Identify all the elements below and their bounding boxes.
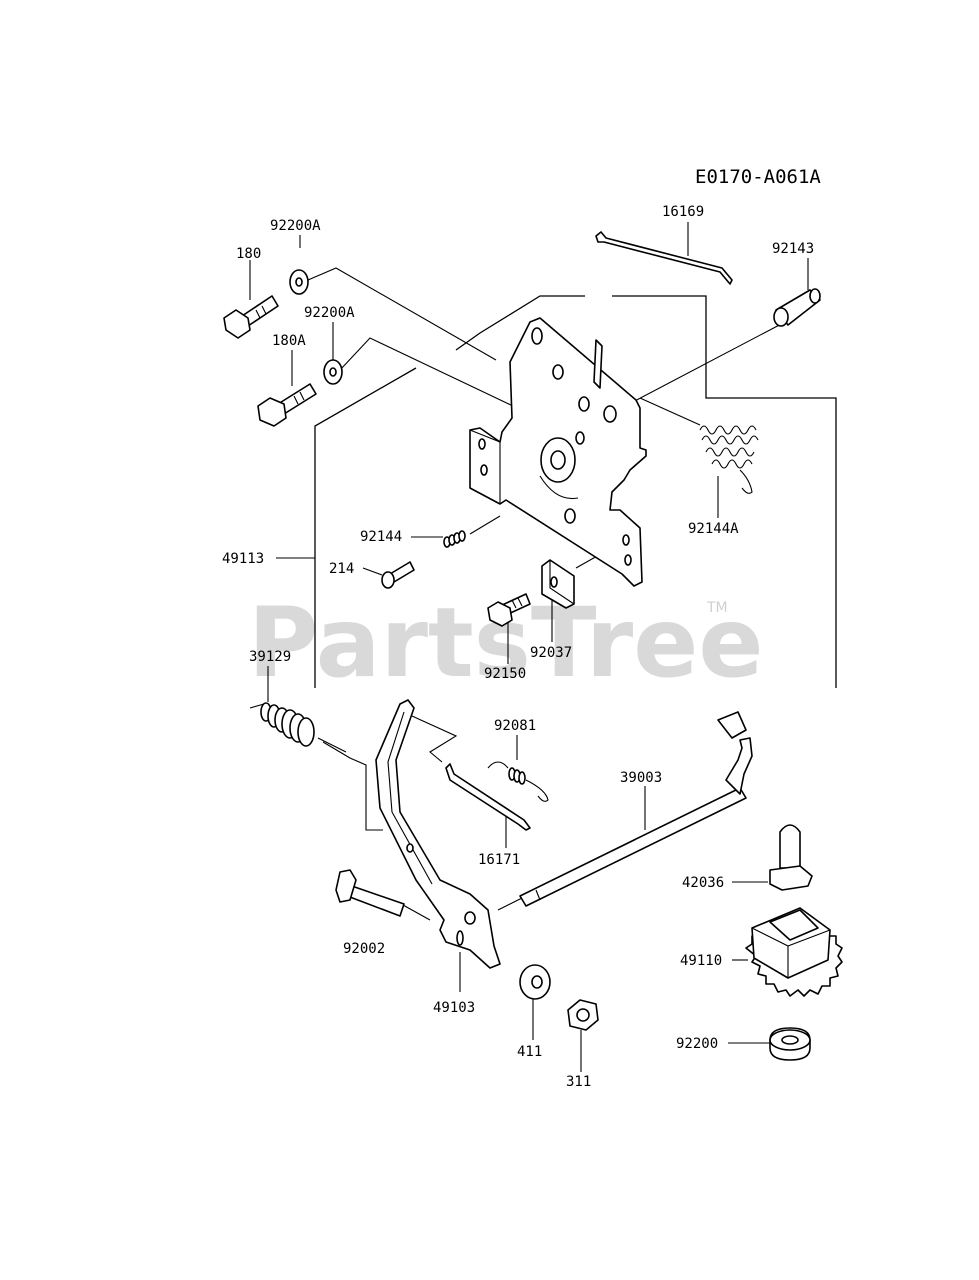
washer-92200a-bottom-drawing bbox=[323, 359, 343, 385]
sleeve-92143-drawing bbox=[773, 288, 821, 327]
nut-311-drawing bbox=[567, 999, 599, 1031]
link-rod-16171-drawing bbox=[445, 763, 531, 831]
spring-39129-drawing bbox=[249, 702, 347, 753]
part-labels: 16169 92143 92200A 180 92200A 180A 92144… bbox=[222, 204, 814, 1090]
gear-49110-drawing bbox=[745, 907, 843, 997]
label-180: 180 bbox=[236, 246, 261, 262]
label-49110: 49110 bbox=[680, 953, 722, 969]
label-180a: 180A bbox=[272, 333, 306, 349]
label-92144a: 92144A bbox=[688, 521, 739, 537]
label-311: 311 bbox=[566, 1074, 591, 1090]
label-92200: 92200 bbox=[676, 1036, 718, 1052]
washer-92200-drawing bbox=[769, 1027, 811, 1061]
label-16169: 16169 bbox=[662, 204, 704, 220]
label-92200a-bottom: 92200A bbox=[304, 305, 355, 321]
label-214: 214 bbox=[329, 561, 354, 577]
label-92002: 92002 bbox=[343, 941, 385, 957]
diagram-code: E0170-A061A bbox=[695, 166, 821, 188]
watermark-trademark: TM bbox=[706, 600, 728, 616]
label-42036: 42036 bbox=[682, 875, 724, 891]
washer-411-drawing bbox=[519, 964, 551, 1000]
screw-214-drawing bbox=[381, 561, 415, 589]
governor-arm-49103-drawing bbox=[375, 699, 501, 969]
spring-92144-drawing bbox=[443, 530, 466, 548]
control-plate-49113-drawing bbox=[469, 317, 647, 587]
cap-42036-drawing bbox=[769, 824, 813, 891]
label-92037: 92037 bbox=[530, 645, 572, 661]
label-92200a-top: 92200A bbox=[270, 218, 321, 234]
label-92143: 92143 bbox=[772, 241, 814, 257]
spring-92081-drawing bbox=[487, 761, 549, 802]
label-49103: 49103 bbox=[433, 1000, 475, 1016]
label-49113: 49113 bbox=[222, 551, 264, 567]
shaft-39003-drawing bbox=[519, 711, 753, 907]
spring-92144a-drawing bbox=[699, 425, 759, 494]
label-92144: 92144 bbox=[360, 529, 402, 545]
label-92150: 92150 bbox=[484, 666, 526, 682]
group-bracket-lines bbox=[314, 295, 837, 688]
label-411: 411 bbox=[517, 1044, 542, 1060]
bolt-92150-drawing bbox=[487, 593, 531, 627]
label-39003: 39003 bbox=[620, 770, 662, 786]
bolt-92002-drawing bbox=[335, 869, 405, 917]
bolt-180a-drawing bbox=[257, 383, 317, 427]
label-39129: 39129 bbox=[249, 649, 291, 665]
clip-92037-drawing bbox=[541, 559, 575, 609]
label-92081: 92081 bbox=[494, 718, 536, 734]
bolt-180-drawing bbox=[223, 295, 279, 339]
rod-16169-drawing bbox=[595, 231, 733, 285]
label-16171: 16171 bbox=[478, 852, 520, 868]
washer-92200a-top-drawing bbox=[289, 269, 309, 295]
